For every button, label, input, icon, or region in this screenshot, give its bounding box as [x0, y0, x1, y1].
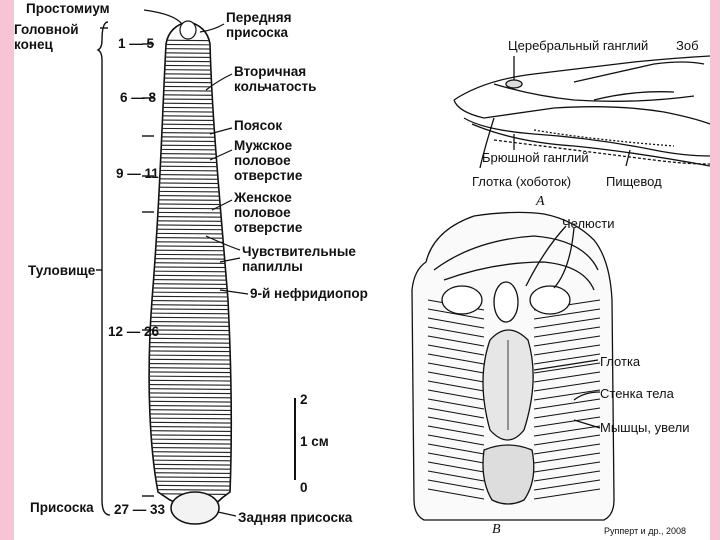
figure-a-letter: А — [536, 194, 545, 209]
trunk-label: Туловище — [28, 263, 96, 278]
scale-top-label: 2 — [300, 392, 308, 407]
prostomium-label: Простомиум — [26, 1, 110, 16]
segments-12-26-label: 12 — 26 — [108, 324, 160, 339]
nephridiopore-label: 9-й нефридиопор — [250, 286, 368, 301]
figure-sheet: Простомиум Головной конец 1 — 5 6 — 8 9 … — [14, 0, 710, 540]
cerebral-ganglion-label: Церебральный ганглий — [508, 38, 649, 53]
head-end-label: Головной конец — [14, 22, 79, 52]
figure-a-drawing — [453, 55, 710, 169]
head-segments-label: 1 — 5 — [118, 36, 155, 51]
segments-6-8-label: 6 — 8 — [120, 90, 157, 105]
posterior-sucker-label: Задняя присоска — [238, 510, 353, 525]
male-pore-label: Мужское половое отверстие — [234, 138, 303, 183]
segments-9-11-label: 9 — 11 — [116, 166, 159, 181]
female-pore-label: Женское половое отверстие — [234, 190, 303, 235]
credit-text: Рупперт и др., 2008 — [604, 526, 686, 536]
figure-b-drawing — [411, 211, 615, 521]
muscles-label: Мышцы, увели — [600, 420, 690, 435]
body-wall-label: Стенка тела — [600, 386, 674, 401]
scale-unit-label: 1 см — [300, 434, 329, 449]
pharynx-label: Глотка — [600, 354, 641, 369]
esophagus-label: Пищевод — [606, 174, 662, 189]
leech-drawings — [96, 9, 710, 525]
anterior-sucker-label: Передняя присоска — [226, 10, 292, 40]
ventral-ganglion-label: Брюшной ганглий — [482, 150, 589, 165]
segments-27-33-label: 27 — 33 — [114, 502, 166, 517]
leader-lines — [143, 9, 249, 517]
figure-b-letter: В — [492, 522, 501, 537]
secondary-annulation-label: Вторичная кольчатость — [234, 64, 317, 94]
pharynx-proboscis-label: Глотка (хоботок) — [472, 174, 572, 189]
scale-bottom-label: 0 — [300, 480, 308, 495]
jaws-label: Челюсти — [562, 216, 615, 231]
clitellum-label: Поясок — [234, 118, 283, 133]
segment-brackets — [96, 21, 154, 516]
crop-label: Зоб — [676, 38, 699, 53]
sensory-papillae-label: Чувствительные папиллы — [242, 244, 356, 274]
sucker-label: Присоска — [30, 500, 94, 515]
